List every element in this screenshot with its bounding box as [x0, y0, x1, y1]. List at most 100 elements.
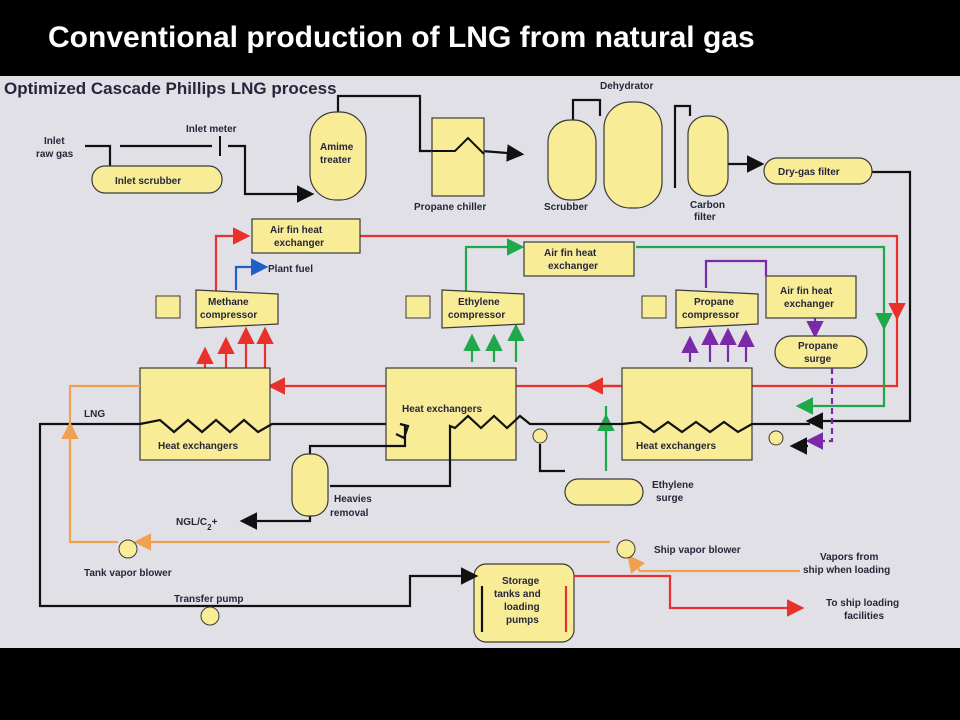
ethylene-surge-label-2: surge: [656, 493, 684, 504]
bottom-bar: [0, 648, 960, 720]
storage-label-1: Storage: [502, 576, 540, 587]
dehydrator: [603, 101, 663, 209]
propane-chiller: [431, 117, 485, 197]
methane-compressor-label-2: compressor: [200, 310, 257, 321]
storage-tanks: [473, 563, 575, 643]
inlet-raw-gas-label-1: Inlet: [44, 136, 65, 147]
lng-product-line: [38, 418, 386, 608]
scrubber-to-dehydrator-line: [571, 98, 602, 121]
transfer-pump: [200, 606, 220, 626]
amime-treater: [309, 111, 367, 201]
air-fin-1-label-1: Air fin heat: [270, 225, 323, 236]
propane-chiller-coil: [432, 136, 485, 155]
lng-label: LNG: [84, 409, 105, 420]
air-fin-3-label-2: exchanger: [784, 299, 834, 310]
methane-motor: [155, 295, 181, 319]
inlet-scrubber: [91, 165, 223, 194]
dehydrator-to-filter-line: [673, 104, 692, 188]
carbon-filter: [687, 115, 729, 197]
ethylene-to-airfin-line: [464, 238, 525, 296]
heat-exchanger-3-label: Heat exchangers: [636, 441, 716, 452]
ethylene-surge-label-1: Ethylene: [652, 480, 694, 491]
methane-compressor-label-1: Methane: [208, 297, 249, 308]
ship-vapor-blower-label: Ship vapor blower: [654, 545, 741, 556]
ethylene-discharge-line: [636, 245, 893, 331]
ethylene-surge-line: [538, 444, 565, 473]
air-fin-2-label-1: Air fin heat: [544, 248, 597, 259]
ship-vapor-line: [627, 554, 800, 574]
slide-title: Conventional production of LNG from natu…: [0, 0, 960, 76]
ethylene-return-line: [795, 326, 886, 415]
propane-to-airfin-line: [704, 259, 768, 288]
propane-compressor-label-2: compressor: [682, 310, 739, 321]
diagram-heading: Optimized Cascade Phillips LNG process: [4, 79, 337, 98]
air-fin-exchanger-1: [251, 218, 361, 254]
propane-surge-label-1: Propane: [798, 341, 838, 352]
heat-exchanger-3: [621, 367, 753, 461]
ethylene-compressor-label-2: compressor: [448, 310, 505, 321]
tank-vapor-blower-label: Tank vapor blower: [84, 568, 172, 579]
heat-exchanger-1: [139, 367, 271, 461]
air-fin-2-label-2: exchanger: [548, 261, 598, 272]
storage-label-3: loading: [504, 602, 540, 613]
process-diagram: Optimized Cascade Phillips LNG process I…: [0, 76, 960, 648]
surge-to-hx-line: [805, 368, 834, 450]
meter-to-treater-line: [228, 144, 315, 203]
carbon-filter-label-1: Carbon: [690, 200, 725, 211]
air-fin-exchanger-3: [765, 275, 857, 319]
methane-return-line: [880, 316, 899, 388]
heat-exchanger-2-label: Heat exchangers: [402, 404, 482, 415]
vapors-from-ship-label-1: Vapors from: [820, 552, 878, 563]
inlet-scrubber-label: Inlet scrubber: [115, 176, 181, 187]
ethylene-compressor: [441, 289, 525, 329]
scrubber: [547, 119, 597, 201]
propane-surge-label-2: surge: [804, 354, 832, 365]
methane-discharge-line: [360, 234, 906, 321]
propane-compressor: [675, 289, 759, 329]
heat-exchanger-1-label: Heat exchangers: [158, 441, 238, 452]
air-fin-3-label-1: Air fin heat: [780, 286, 833, 297]
transfer-pump-label: Transfer pump: [174, 594, 243, 605]
storage-label-4: pumps: [506, 615, 539, 626]
inlet-raw-gas-label-2: raw gas: [36, 149, 74, 160]
propane-motor: [641, 295, 667, 319]
ngl-label: NGL/C2+: [176, 517, 218, 532]
process-flow-svg: Optimized Cascade Phillips LNG process I…: [4, 79, 912, 643]
ship-loading-line: [574, 574, 805, 617]
ethylene-surge: [564, 478, 644, 506]
ethylene-motor: [405, 295, 431, 319]
dehydrator-label: Dehydrator: [600, 81, 653, 92]
lng-to-storage-line: [100, 567, 479, 608]
expansion-valve-1: [532, 428, 548, 444]
propane-compressor-label-1: Propane: [694, 297, 734, 308]
heavies-removal: [291, 453, 329, 517]
plant-fuel-line: [234, 258, 269, 290]
scrubber-label: Scrubber: [544, 202, 588, 213]
tank-vapor-blower: [118, 539, 138, 559]
propane-surge: [774, 335, 868, 369]
inlet-line: [85, 144, 112, 174]
heavies-removal-label-2: removal: [330, 508, 369, 519]
ethylene-compressor-label-1: Ethylene: [458, 297, 500, 308]
dry-gas-filter-label: Dry-gas filter: [778, 167, 840, 178]
to-ship-label-2: facilities: [844, 611, 884, 622]
expansion-valve-2: [768, 430, 784, 446]
to-ship-label-1: To ship loading: [826, 598, 899, 609]
amime-treater-label-1: Amime: [320, 142, 354, 153]
feed-gas-line: [805, 170, 912, 430]
propane-chiller-label: Propane chiller: [414, 202, 486, 213]
amime-treater-label-2: treater: [320, 155, 351, 166]
air-fin-1-label-2: exchanger: [274, 238, 324, 249]
methane-compressor: [195, 289, 279, 329]
ship-vapor-blower: [616, 539, 636, 559]
air-fin-exchanger-2: [523, 241, 635, 277]
main-process-line: [330, 414, 810, 488]
dry-gas-filter: [763, 157, 873, 185]
to-heavies-line: [308, 426, 407, 456]
heavies-removal-label-1: Heavies: [334, 494, 372, 505]
carbon-filter-label-2: filter: [694, 212, 716, 223]
inlet-meter-label: Inlet meter: [186, 124, 237, 135]
vapors-from-ship-label-2: ship when loading: [803, 565, 890, 576]
storage-label-2: tanks and: [494, 589, 541, 600]
plant-fuel-label: Plant fuel: [268, 264, 313, 275]
